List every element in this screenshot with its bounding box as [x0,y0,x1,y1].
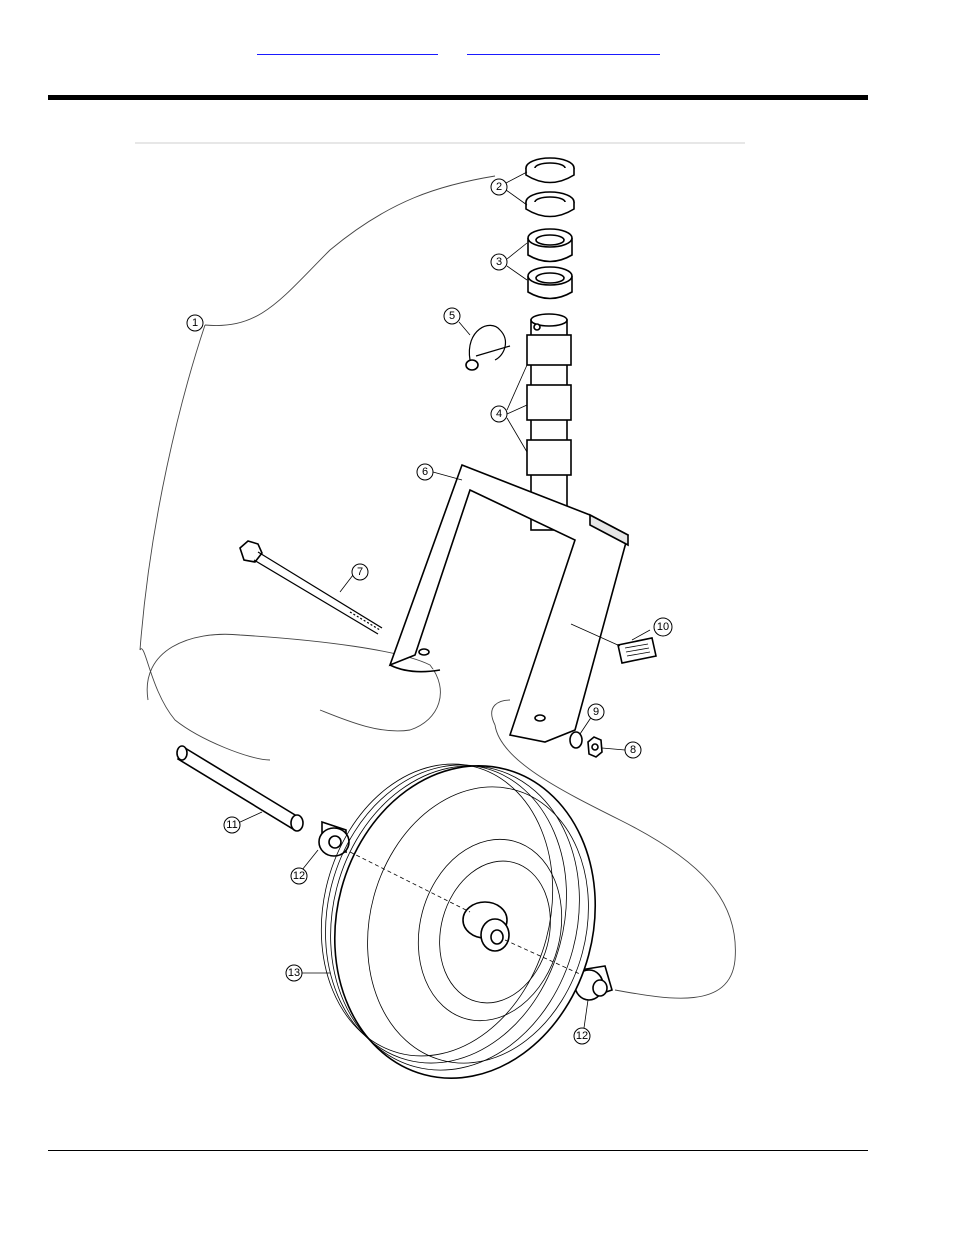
spacer-top [528,229,572,262]
svg-text:4: 4 [496,408,502,420]
callout-12-upper: 12 [291,868,307,884]
callout-9: 9 [588,704,604,720]
callout-11: 11 [224,817,240,833]
callout-13: 13 [286,965,302,981]
callout-2: 2 [491,179,507,195]
lock-washer [570,732,582,748]
bottom-rule [48,1150,868,1151]
svg-text:13: 13 [288,967,300,979]
svg-text:2: 2 [496,181,502,193]
callout-6: 6 [417,464,433,480]
callout-12-lower: 12 [574,1028,590,1044]
svg-text:12: 12 [293,870,305,882]
nut [588,737,602,757]
callout-10: 10 [654,618,672,636]
svg-text:3: 3 [496,256,502,268]
svg-text:10: 10 [657,621,669,633]
callout-3: 3 [491,254,507,270]
svg-text:6: 6 [422,466,428,478]
callout-1: 1 [187,315,203,331]
lynch-pin [466,325,510,370]
spacer-second [528,267,572,299]
callout-8: 8 [625,742,641,758]
bolt [240,541,382,634]
assembly-group-curve [140,176,495,760]
svg-text:7: 7 [357,566,363,578]
washer-top [526,158,574,183]
svg-text:1: 1 [192,317,198,329]
callout-7: 7 [352,564,368,580]
svg-text:8: 8 [630,744,636,756]
axle-tube [177,746,303,831]
svg-text:5: 5 [449,310,455,322]
decal [618,638,656,663]
svg-text:11: 11 [226,819,237,831]
callout-4: 4 [491,406,507,422]
washer-second [526,192,574,217]
svg-text:9: 9 [593,706,599,718]
svg-text:12: 12 [576,1030,588,1042]
wheel [290,736,630,1107]
callout-5: 5 [444,308,460,324]
